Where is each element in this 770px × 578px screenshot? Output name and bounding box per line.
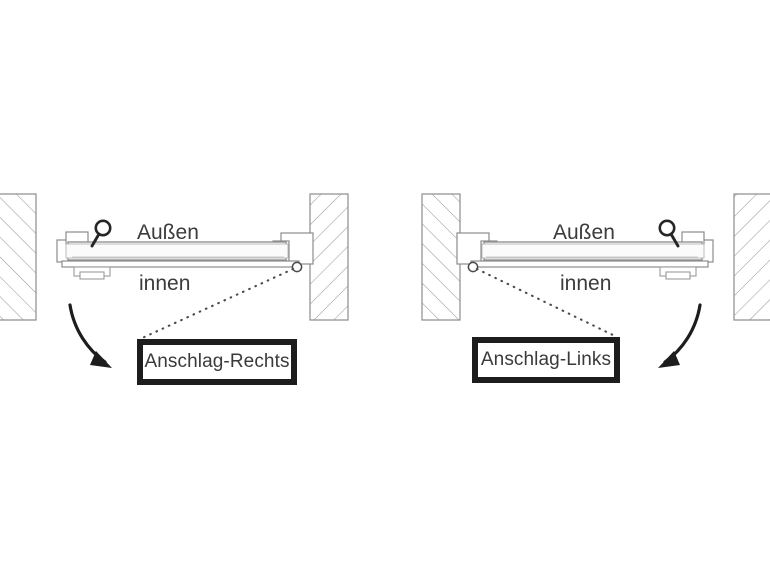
dotted-leader-icon — [138, 267, 295, 341]
hinge-pivot-icon-2 — [467, 261, 479, 273]
wall-block-left-2 — [421, 193, 461, 321]
door-leaf — [61, 241, 300, 268]
swing-arrow-icon-2 — [658, 303, 702, 368]
wall-block-right — [309, 193, 349, 321]
wall-block-right-2 — [733, 193, 770, 321]
door-handle-icon — [90, 219, 112, 248]
latch-block — [73, 266, 111, 280]
panel-right-assembly — [0, 193, 349, 368]
panel-left-assembly — [421, 193, 770, 368]
callout-label-anschlag-rechts: Anschlag-Rechts — [144, 351, 290, 372]
door-leaf-2 — [470, 241, 709, 268]
inside-label-right-panel: innen — [139, 272, 191, 295]
latch-block-2 — [659, 266, 697, 280]
dotted-leader-icon-2 — [475, 267, 619, 339]
wall-block-left — [0, 193, 37, 321]
callout-box-anschlag-rechts: Anschlag-Rechts — [137, 339, 297, 385]
outside-label-right-panel: Außen — [137, 221, 199, 244]
callout-label-anschlag-links: Anschlag-Links — [480, 349, 612, 370]
outside-label-left-panel: Außen — [553, 221, 615, 244]
callout-box-anschlag-links: Anschlag-Links — [472, 337, 620, 383]
swing-arrow-icon — [68, 303, 112, 368]
inside-label-left-panel: innen — [560, 272, 612, 295]
door-handle-icon-2 — [658, 219, 680, 248]
hinge-pivot-icon — [291, 261, 303, 273]
